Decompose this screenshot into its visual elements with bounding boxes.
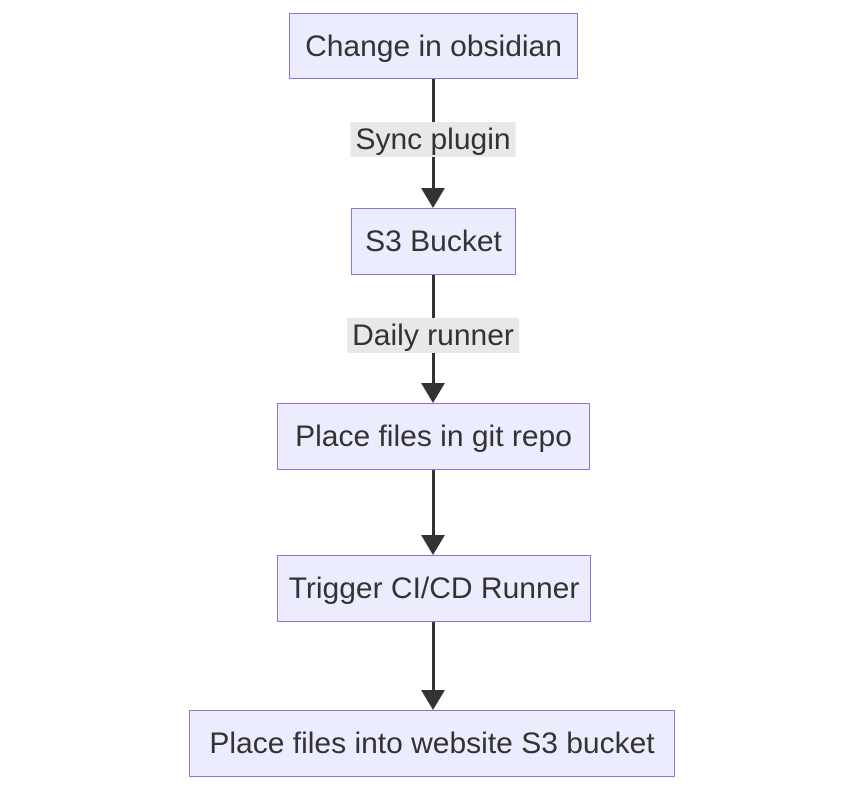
- edge-line-gitrepo-to-cicd: [432, 470, 435, 537]
- node-trigger-cicd-runner: Trigger CI/CD Runner: [277, 555, 591, 622]
- arrow-down-icon: [421, 535, 445, 555]
- node-label: Place files in git repo: [295, 420, 572, 453]
- node-label: Change in obsidian: [305, 29, 562, 63]
- node-label: S3 Bucket: [365, 225, 502, 258]
- node-place-files-in-git-repo: Place files in git repo: [277, 403, 590, 470]
- arrow-down-icon: [421, 383, 445, 403]
- node-change-in-obsidian: Change in obsidian: [289, 13, 578, 79]
- edge-label-sync-plugin: Sync plugin: [350, 122, 516, 157]
- node-label: Trigger CI/CD Runner: [288, 572, 580, 605]
- edge-line-cicd-to-websitebucket: [432, 622, 435, 692]
- node-label: Place files into website S3 bucket: [209, 727, 655, 760]
- arrow-down-icon: [421, 188, 445, 208]
- edge-label-daily-runner: Daily runner: [347, 318, 519, 353]
- node-place-files-into-website-s3-bucket: Place files into website S3 bucket: [189, 710, 675, 777]
- node-s3-bucket: S3 Bucket: [351, 208, 516, 275]
- arrow-down-icon: [421, 690, 445, 710]
